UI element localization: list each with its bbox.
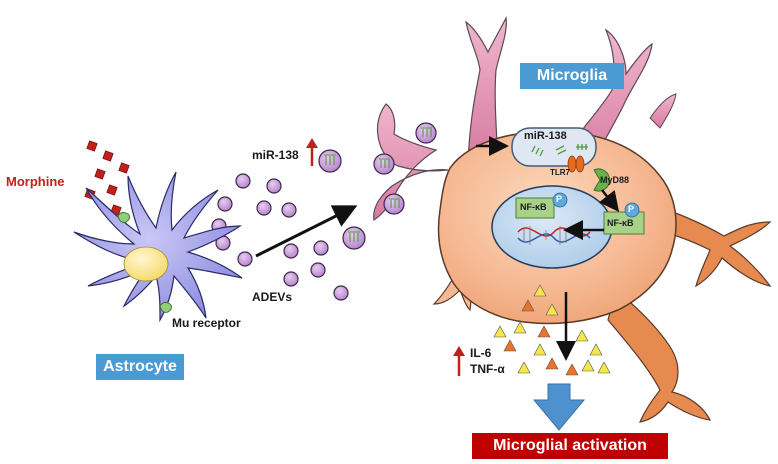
microglia-process-top-small: [649, 93, 677, 129]
up-arrow-icon-cytokines: [453, 346, 465, 376]
phospho-label-nucleus: P: [556, 194, 563, 204]
tnf-label: TNF-α: [470, 362, 505, 376]
arrow-astrocyte-to-microglia: [255, 205, 358, 258]
morphine-molecules: [84, 140, 130, 216]
astrocyte-nucleus: [123, 246, 169, 282]
nfkb-nucleus-box: [515, 197, 555, 219]
phospho-icon-nucleus: [552, 192, 568, 208]
adevs-label: ADEVs: [252, 290, 293, 304]
mir138-label: miR-138: [252, 148, 299, 162]
mirna-vesicles: [318, 122, 437, 250]
vesicles: [211, 173, 349, 301]
microglia-badge: Microglia: [520, 63, 624, 89]
arrow-myd88-to-nfkb: [598, 189, 620, 212]
mu-receptor-label: Mu receptor: [172, 316, 241, 330]
astrocyte-cell: [73, 171, 243, 323]
microglia-process-bottom-right: [607, 288, 712, 423]
astrocyte-badge: Astrocyte: [96, 354, 184, 380]
phospho-icon-cytoplasm: [624, 202, 640, 218]
mirna-vesicle-icons: [324, 127, 432, 242]
myd88-icon: [593, 168, 611, 192]
nfkb-cytoplasm-label: NF-κB: [607, 218, 634, 228]
cytokine-triangles: [493, 284, 611, 376]
tlr7-receptor-icon: [567, 155, 585, 173]
microglia-process-top-left: [465, 16, 507, 163]
nfkb-nucleus-label: NF-κB: [520, 202, 547, 212]
endosome-mir138-label: miR-138: [524, 130, 567, 142]
nfkb-cytoplasm-box: [603, 211, 645, 235]
endosome: [511, 127, 597, 167]
il6-label: IL-6: [470, 346, 492, 360]
up-arrow-icon-mir138: [306, 138, 318, 166]
outcome-badge: Microglial activation: [472, 433, 668, 459]
morphine-label: Morphine: [6, 174, 65, 189]
myd88-label: MyD88: [600, 175, 630, 185]
tlr7-label: TLR7: [550, 168, 570, 177]
mirna-endosome-icon: [531, 144, 588, 157]
outcome-arrow: [532, 383, 586, 431]
phospho-label-cytoplasm: P: [628, 204, 635, 214]
mu-receptor-icon: [117, 211, 173, 313]
